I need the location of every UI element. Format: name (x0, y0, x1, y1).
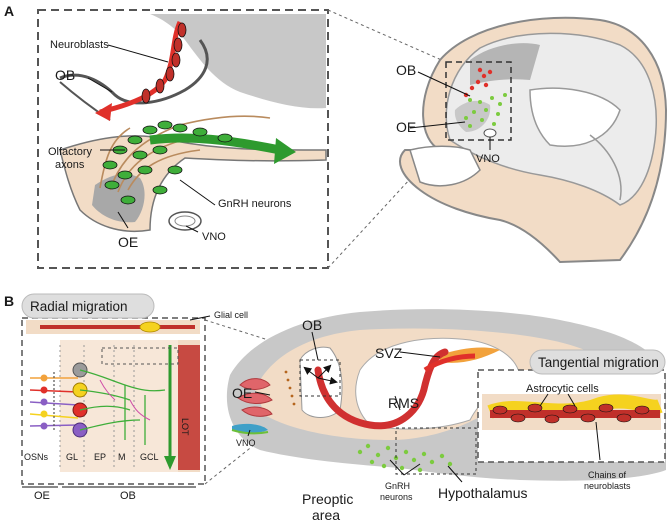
head-section: OB OE VNO (396, 16, 668, 264)
label-neurons-b: neurons (380, 492, 413, 502)
label-vno-inset: VNO (202, 231, 226, 243)
label-area: area (312, 507, 340, 523)
group-ob: OB (120, 490, 136, 502)
label-hypothalamus: Hypothalamus (438, 485, 528, 501)
layer-osns: OSNs (24, 452, 49, 462)
label-preoptic: Preoptic (302, 491, 353, 507)
label-svz: SVZ (375, 345, 403, 361)
label-lot: LOT (180, 418, 190, 436)
radial-migration-title: Radial migration (30, 299, 128, 314)
panel-b-letter: B (4, 293, 14, 309)
panel-a-letter: A (4, 3, 14, 19)
label-oe-head: OE (396, 119, 416, 135)
label-rms: RMS (388, 395, 419, 411)
layer-gl: GL (66, 452, 78, 462)
radial-migration-inset: Radial migration Glial cell LOT (21, 293, 248, 502)
tangential-migration-title: Tangential migration (538, 355, 659, 370)
label-vno-head: VNO (476, 153, 500, 165)
label-chains-of: Chains of (588, 470, 627, 480)
layer-ep: EP (94, 452, 106, 462)
label-ob-brain: OB (302, 317, 322, 333)
label-ob-head: OB (396, 62, 416, 78)
label-neuroblasts: Neuroblasts (50, 39, 109, 51)
label-astrocytic-cells: Astrocytic cells (526, 383, 599, 395)
label-oe-inset: OE (118, 234, 138, 250)
layer-m: M (118, 452, 126, 462)
label-neuroblasts-b: neuroblasts (584, 481, 631, 491)
label-gnrh-neurons-a: GnRH neurons (218, 198, 292, 210)
label-glial-cell: Glial cell (214, 310, 248, 320)
label-axons: axons (55, 159, 85, 171)
label-ob-inset: OB (55, 67, 75, 83)
group-oe: OE (34, 490, 50, 502)
label-vno-brain: VNO (236, 438, 256, 448)
label-gnrh-b: GnRH (385, 481, 410, 491)
label-oe-brain: OE (232, 385, 252, 401)
layer-gcl: GCL (140, 452, 159, 462)
tangential-migration-inset: Tangential migration Astrocytic cells Ch… (477, 349, 666, 491)
panel-a-inset: Neuroblasts OB Olfactory axons GnRH neur… (37, 9, 329, 269)
label-olfactory: Olfactory (48, 146, 93, 158)
